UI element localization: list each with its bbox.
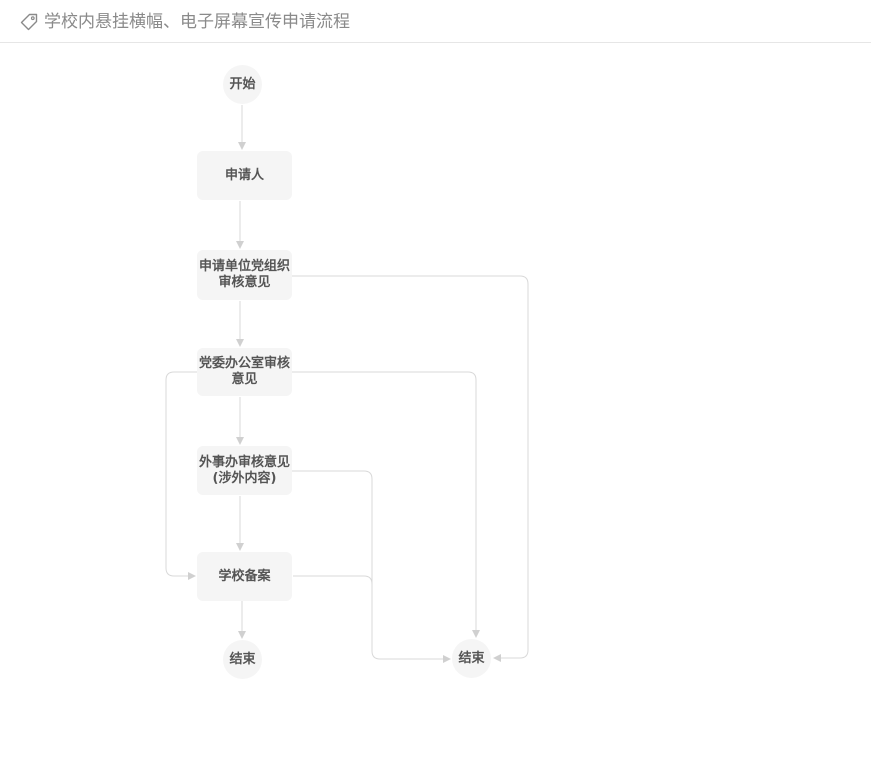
tag-icon	[20, 13, 38, 31]
node-start-label: 开始	[229, 76, 256, 92]
node-party-office-review[interactable]: 党委办公室审核 意见	[197, 348, 292, 396]
node-applicant-label: 申请人	[224, 167, 264, 183]
node-applicant[interactable]: 申请人	[197, 151, 292, 200]
node-end-left[interactable]: 结束	[223, 640, 262, 679]
node-unit-party-review-line2: 审核意见	[218, 275, 271, 290]
edge-school-record-to-merge	[293, 575, 373, 585]
edge-foreign-affairs-to-end-right	[292, 470, 451, 663]
flowchart-canvas: 开始 申请人 申请单位党组织 审核意见 党委办公室审核 意见 外事办审核意见 (…	[0, 44, 871, 757]
node-school-record[interactable]: 学校备案	[197, 552, 292, 601]
page-title: 学校内悬挂横幅、电子屏幕宣传申请流程	[44, 12, 350, 32]
edge-unit-review-to-end-right	[292, 275, 529, 662]
flowchart-edges	[165, 105, 529, 663]
edge-party-office-to-school-record	[165, 371, 198, 580]
node-end-left-label: 结束	[229, 651, 256, 667]
header-bar: 学校内悬挂横幅、电子屏幕宣传申请流程	[0, 0, 871, 43]
edge-party-office-to-end-right	[292, 371, 480, 638]
node-end-right[interactable]: 结束	[452, 639, 491, 678]
node-start[interactable]: 开始	[223, 65, 262, 104]
node-school-record-label: 学校备案	[218, 568, 271, 584]
node-foreign-affairs-review-line2: (涉外内容)	[212, 470, 277, 486]
node-foreign-affairs-review-line1: 外事办审核意见	[198, 454, 290, 470]
node-party-office-review-line1: 党委办公室审核	[198, 356, 290, 371]
node-foreign-affairs-review[interactable]: 外事办审核意见 (涉外内容)	[197, 446, 292, 495]
node-party-office-review-line2: 意见	[231, 372, 258, 387]
node-unit-party-review-line1: 申请单位党组织	[198, 259, 290, 274]
node-end-right-label: 结束	[458, 650, 485, 666]
node-unit-party-review[interactable]: 申请单位党组织 审核意见	[197, 250, 292, 300]
